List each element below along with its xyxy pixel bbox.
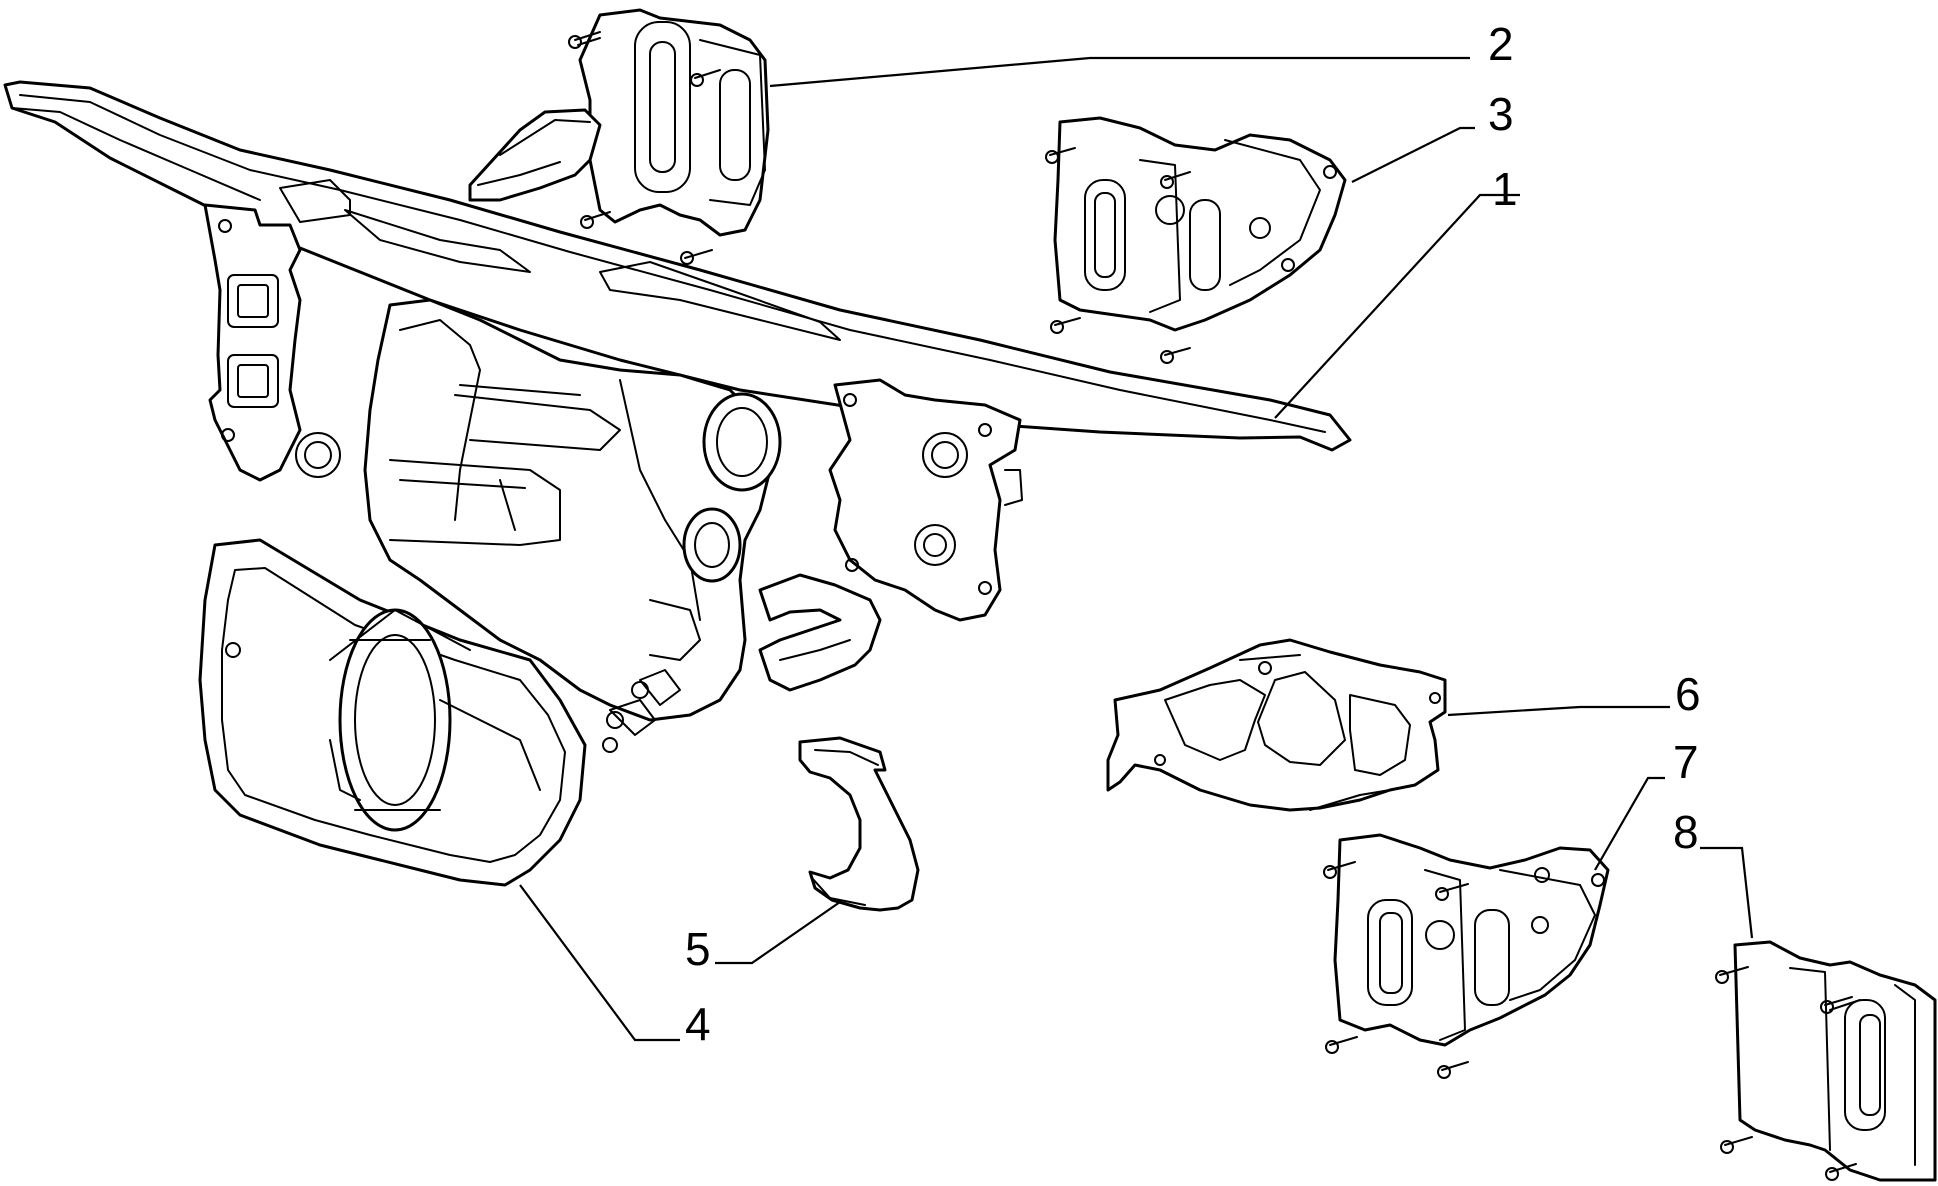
leader-7 <box>1594 776 1665 871</box>
leader-lines <box>519 56 1754 1042</box>
part-3-bracket <box>1045 116 1347 364</box>
leader-4 <box>519 884 680 1042</box>
callout-4: 4 <box>685 998 711 1050</box>
leader-1 <box>1274 193 1520 419</box>
leader-2 <box>769 56 1470 88</box>
leader-6 <box>1447 705 1670 717</box>
part-1-crossmember <box>3 80 1352 622</box>
callout-5: 5 <box>685 923 711 975</box>
leader-8 <box>1700 846 1754 939</box>
callout-8: 8 <box>1673 806 1699 858</box>
leader-3 <box>1351 126 1475 183</box>
part-8-bracket <box>1715 940 1937 1182</box>
part-6-plate <box>1106 638 1447 812</box>
leader-5 <box>715 901 841 965</box>
part-2-bracket <box>468 8 770 265</box>
callout-2: 2 <box>1488 18 1514 70</box>
callout-1: 1 <box>1492 163 1518 215</box>
part-4-gasket <box>198 538 587 887</box>
part-5-shield <box>798 736 920 912</box>
heater-housing <box>363 298 882 753</box>
callout-3: 3 <box>1488 88 1514 140</box>
callout-7: 7 <box>1673 736 1699 788</box>
part-7-bracket <box>1323 833 1610 1079</box>
callout-6: 6 <box>1675 668 1701 720</box>
callouts: 1 2 3 4 5 6 7 8 <box>685 18 1701 1050</box>
